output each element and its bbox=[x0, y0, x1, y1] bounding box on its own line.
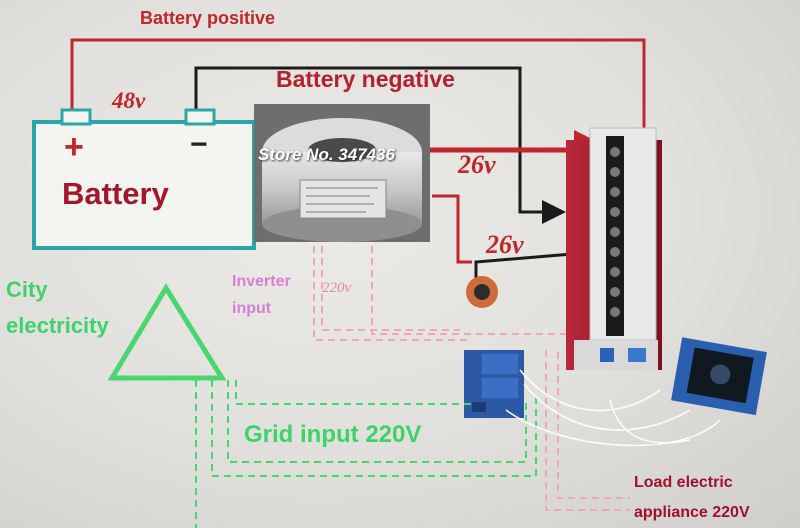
relay-module bbox=[464, 350, 524, 418]
inverter-input-line1: Inverter bbox=[232, 273, 291, 290]
lcd-display bbox=[671, 337, 767, 416]
transformer-red-lead bbox=[432, 194, 472, 264]
voltage-220v-small-label: 220v bbox=[322, 280, 352, 296]
grid-wires bbox=[195, 380, 537, 528]
voltage-48v-label: 48v bbox=[112, 88, 146, 113]
battery-label: Battery bbox=[62, 176, 169, 211]
city-electricity-label: City electricity bbox=[6, 272, 109, 344]
inverter-input-line2: input bbox=[232, 300, 272, 317]
store-watermark: Store No. 347436 bbox=[258, 145, 396, 164]
voltage-26v-label-bottom: 26v bbox=[486, 230, 524, 259]
load-line2: appliance 220V bbox=[634, 504, 750, 521]
city-line1: City bbox=[6, 277, 48, 302]
battery-positive-wire bbox=[70, 38, 656, 198]
grid-input-label: Grid input 220V bbox=[244, 421, 422, 448]
harness-wires bbox=[505, 369, 721, 447]
battery-negative-label: Battery negative bbox=[276, 66, 455, 92]
battery-minus-sign: − bbox=[190, 128, 208, 161]
voltage-26v-label-top: 26v bbox=[458, 150, 496, 179]
city-line2: electricity bbox=[6, 313, 109, 338]
small-inductor bbox=[466, 276, 498, 308]
inverter-board bbox=[566, 127, 662, 370]
battery-negative-wire bbox=[194, 66, 566, 224]
city-electricity-triangle bbox=[107, 283, 227, 381]
transformer-image bbox=[254, 104, 430, 242]
load-appliance-label: Load electric appliance 220V bbox=[634, 468, 750, 528]
inverter-input-label: Inverter input bbox=[232, 268, 291, 322]
battery-positive-label: Battery positive bbox=[140, 8, 276, 28]
battery-plus-sign: + bbox=[64, 128, 84, 166]
load-line1: Load electric bbox=[634, 474, 733, 491]
